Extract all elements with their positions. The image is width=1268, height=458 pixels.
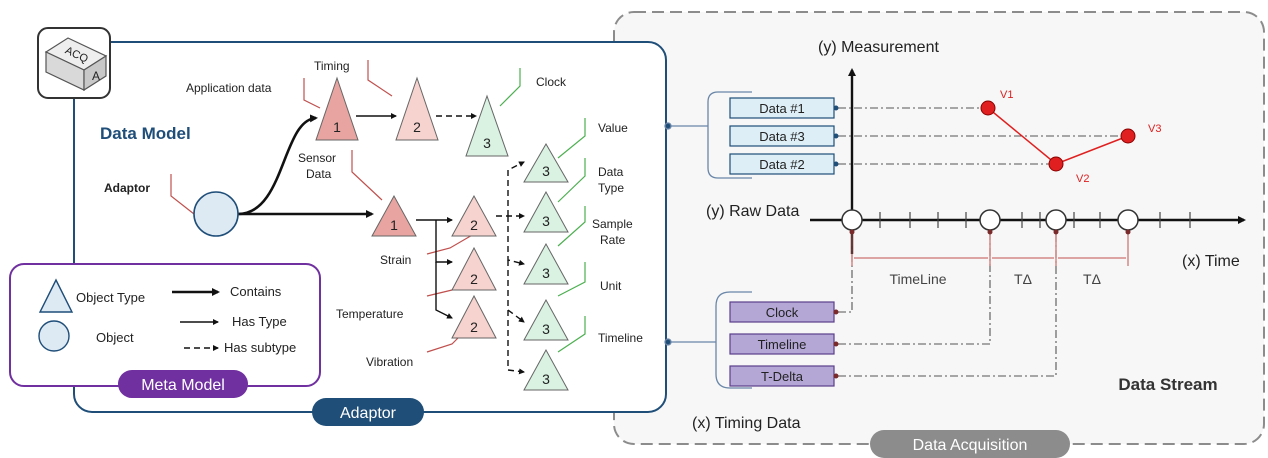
x-axis-ticks <box>879 212 1191 228</box>
delta-span-2-label: TΔ <box>1083 271 1101 287</box>
data-stream-label: Data Stream <box>1118 375 1217 394</box>
label-timing: Timing <box>314 59 350 73</box>
timing-row-clock: Clock <box>729 301 839 323</box>
label-value: Value <box>598 121 628 135</box>
object-legend-icon <box>38 320 70 352</box>
raw-data-bracket <box>664 91 752 179</box>
svg-text:1: 1 <box>390 217 398 233</box>
has-subtype-arrows <box>436 113 525 375</box>
object-type-2-timing: 2 <box>395 76 439 141</box>
time-point-anchors <box>849 229 1131 235</box>
point-v3-label: V3 <box>1148 123 1161 135</box>
timing-row-timeline: Timeline <box>729 333 839 355</box>
label-timeline: Timeline <box>598 331 643 345</box>
delta-span-1-label: TΔ <box>1014 271 1032 287</box>
svg-text:Clock: Clock <box>766 305 799 320</box>
svg-text:Data #2: Data #2 <box>759 157 805 172</box>
svg-text:2: 2 <box>470 271 478 287</box>
time-points <box>841 209 1139 231</box>
svg-text:Data #1: Data #1 <box>759 101 805 116</box>
svg-text:2: 2 <box>413 119 421 135</box>
object-type-3-unit: 3 <box>523 298 569 341</box>
label-temperature: Temperature <box>336 307 404 321</box>
svg-text:3: 3 <box>542 371 550 387</box>
svg-text:3: 3 <box>483 135 491 151</box>
svg-text:3: 3 <box>542 265 550 281</box>
label-adaptor: Adaptor <box>104 181 150 195</box>
label-vibration: Vibration <box>366 355 413 369</box>
object-type-3-value: 3 <box>523 143 569 183</box>
logo-side-text: A <box>92 69 100 83</box>
object-type-2-vibration: 2 <box>451 294 497 339</box>
point-v2 <box>1048 156 1064 172</box>
meta-model-pill <box>118 370 248 398</box>
label-strain: Strain <box>380 253 411 267</box>
data-model-title: Data Model <box>100 124 191 143</box>
legend-contains: Contains <box>230 284 282 299</box>
adaptor-object-circle <box>193 191 239 237</box>
object-type-1-app: 1 <box>315 76 359 141</box>
acq-logo-icon: ACQ A <box>37 27 111 99</box>
svg-text:2: 2 <box>470 319 478 335</box>
x-axis-label: (x) Time <box>1182 253 1240 270</box>
data-acquisition-pill <box>870 430 1070 458</box>
label-sample-rate-2: Rate <box>600 233 626 247</box>
label-sensor-line2: Data <box>306 167 332 181</box>
legend-has-subtype: Has subtype <box>224 340 296 355</box>
legend-object: Object <box>96 330 134 345</box>
object-type-3-timeline: 3 <box>523 348 569 391</box>
svg-text:2: 2 <box>470 217 478 233</box>
contains-arrows <box>237 114 374 218</box>
raw-data-label: (y) Raw Data <box>706 203 799 220</box>
label-clock: Clock <box>536 75 567 89</box>
adaptor-pill-label: Adaptor <box>340 405 397 422</box>
adaptor-pill <box>312 398 424 426</box>
timeline-span-label: TimeLine <box>889 271 946 287</box>
raw-data-row-1: Data #1 <box>729 97 839 119</box>
point-v1 <box>980 100 996 116</box>
svg-text:1: 1 <box>333 119 341 135</box>
data-acquisition-title: Data Acquisition <box>913 437 1028 454</box>
meta-model-title: Meta Model <box>141 377 225 394</box>
svg-text:3: 3 <box>542 213 550 229</box>
timing-row-t-delta: T-Delta <box>729 365 839 387</box>
label-data-type-2: Type <box>598 181 624 195</box>
object-type-3-sample-rate: 3 <box>523 242 569 285</box>
label-application-data: Application data <box>186 81 272 95</box>
point-v1-label: V1 <box>1000 89 1013 101</box>
object-type-3-data-type: 3 <box>523 190 569 233</box>
timeline-span <box>851 232 1129 266</box>
label-unit: Unit <box>600 279 622 293</box>
label-sample-rate-1: Sample <box>592 217 633 231</box>
svg-text:Data #3: Data #3 <box>759 129 805 144</box>
label-data-type-1: Data <box>598 165 624 179</box>
raw-data-row-3: Data #2 <box>729 153 839 175</box>
svg-text:3: 3 <box>542 163 550 179</box>
point-v2-label: V2 <box>1076 173 1089 185</box>
point-v3 <box>1120 128 1136 144</box>
label-sensor-line1: Sensor <box>298 151 336 165</box>
raw-data-links <box>838 107 1128 165</box>
svg-text:3: 3 <box>542 321 550 337</box>
object-type-2-temperature: 2 <box>451 246 497 291</box>
svg-text:T-Delta: T-Delta <box>761 369 804 384</box>
object-type-legend-icon <box>38 278 74 313</box>
raw-data-row-2: Data #3 <box>729 125 839 147</box>
object-type-3-clock: 3 <box>465 94 509 157</box>
y-axis-label: (y) Measurement <box>818 39 939 56</box>
callout-markers-green <box>499 68 586 353</box>
svg-text:Timeline: Timeline <box>758 337 807 352</box>
has-type-arrows <box>356 113 453 319</box>
legend-has-type: Has Type <box>232 314 287 329</box>
object-type-2-strain: 2 <box>451 194 497 237</box>
legend-object-type: Object Type <box>76 290 145 305</box>
timing-data-label: (x) Timing Data <box>692 415 801 432</box>
timing-data-bracket <box>664 291 752 389</box>
object-type-1-sensor: 1 <box>371 194 417 237</box>
